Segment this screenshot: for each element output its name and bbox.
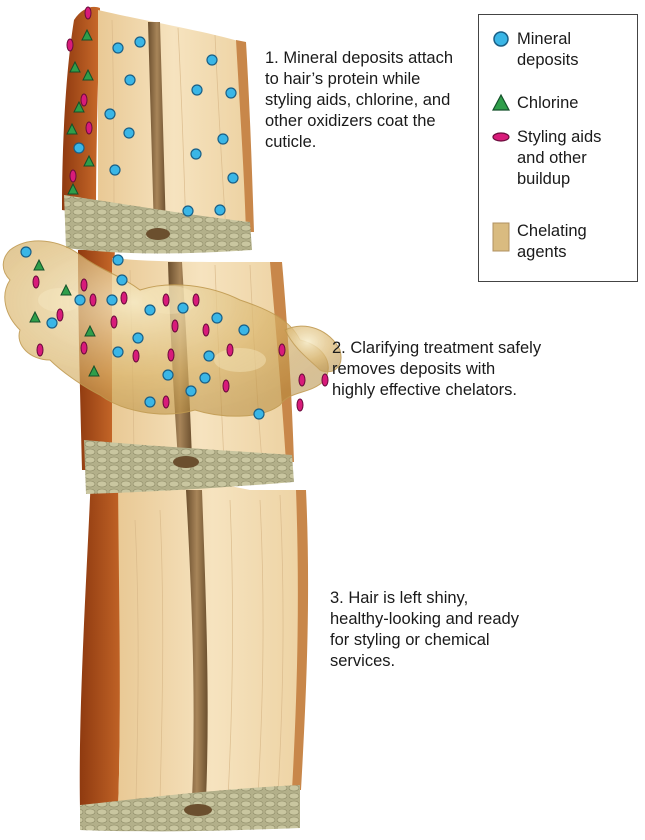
hair-segment-3 xyxy=(79,450,309,832)
chlorine-particles xyxy=(29,28,100,377)
step-1-caption: 1. Mineral deposits attach to hair’s pro… xyxy=(265,49,454,151)
step-3-caption: 3. Hair is left shiny, healthy-looking a… xyxy=(330,589,519,670)
legend-label-mineral: Mineral deposits xyxy=(517,30,579,69)
segment-3-body xyxy=(118,455,308,808)
segment-3-cuticle-edge xyxy=(79,450,128,810)
segment-3-medulla xyxy=(186,490,208,800)
mineral-deposit-particles xyxy=(20,36,265,420)
legend-item-chlorine: Chlorine xyxy=(491,93,578,114)
legend-box: Mineral deposits Chlorine Styling aids a… xyxy=(478,14,638,282)
segment-3-fibers xyxy=(134,494,284,801)
legend-label-chlorine: Chlorine xyxy=(517,94,579,112)
hair-segment-1 xyxy=(62,6,254,254)
segment-1-medulla xyxy=(148,22,166,232)
legend-item-chelating: Chelating agents xyxy=(491,221,617,263)
legend-item-styling: Styling aids and other buildup xyxy=(491,127,629,190)
legend-item-mineral: Mineral deposits xyxy=(491,29,627,71)
legend-label-chelating: Chelating agents xyxy=(517,222,587,261)
chlorine-icon xyxy=(492,93,510,111)
chelating-agent-icon xyxy=(492,222,510,252)
styling-aid-particles xyxy=(32,6,329,412)
styling-aid-icon xyxy=(492,132,510,142)
step-2-caption: 2. Clarifying treatment safely removes d… xyxy=(332,339,542,399)
segment-1-body xyxy=(98,10,250,240)
mineral-deposit-icon xyxy=(493,31,509,47)
segment-1-cross-section xyxy=(64,195,252,254)
segment-3-right-edge xyxy=(292,490,309,790)
legend-label-styling: Styling aids and other buildup xyxy=(517,128,602,188)
segment-1-right-edge xyxy=(236,40,254,232)
